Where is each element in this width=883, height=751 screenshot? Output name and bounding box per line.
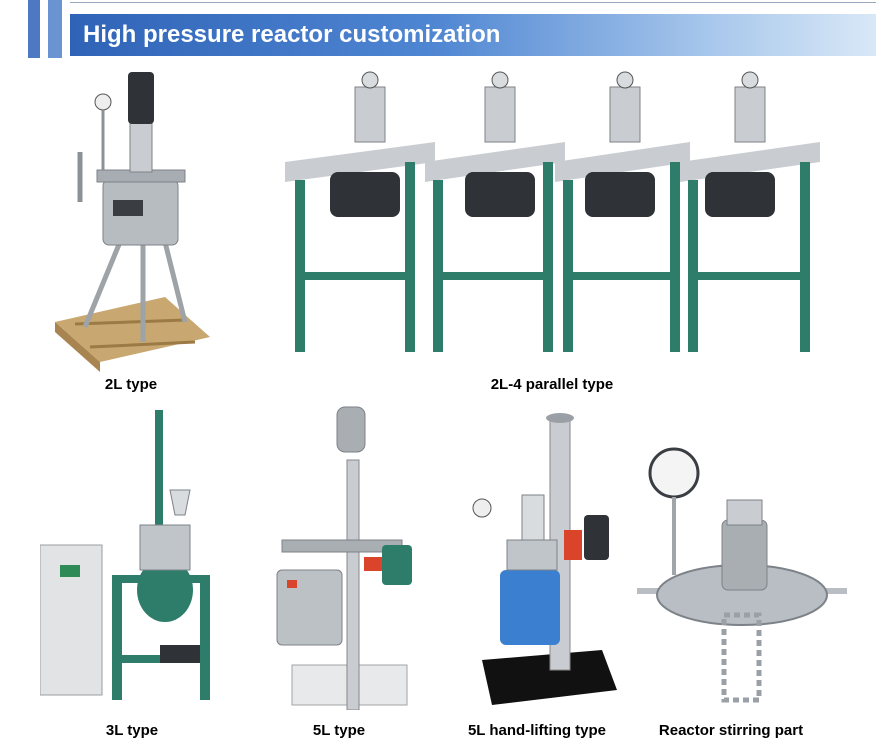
parallel-station-2 — [425, 71, 565, 352]
header-top-rule — [70, 2, 876, 3]
caption-2l-type: 2L type — [104, 376, 158, 393]
title-banner: High pressure reactor customization — [70, 14, 876, 56]
header-accent-bar-2 — [48, 0, 62, 58]
header-accent-bar-1 — [28, 0, 40, 58]
page-title: High pressure reactor customization — [83, 21, 501, 48]
parallel-station-4 — [680, 71, 820, 352]
caption-2l-4-parallel-type: 2L-4 parallel type — [490, 376, 614, 393]
reactor-2l-photo — [55, 72, 210, 372]
parallel-station-3 — [555, 71, 690, 352]
parallel-station-1 — [285, 71, 435, 352]
caption-reactor-stirring-part: Reactor stirring part — [658, 722, 804, 739]
reactor-3l-photo — [40, 410, 210, 700]
caption-3l-type: 3L type — [105, 722, 159, 739]
caption-5l-hand-lifting-type: 5L hand-lifting type — [467, 722, 607, 739]
reactor-stirring-part-photo — [637, 447, 847, 703]
caption-5l-type: 5L type — [312, 722, 366, 739]
reactor-5l-hand-lifting-photo — [472, 413, 617, 705]
reactor-5l-photo — [276, 406, 412, 710]
reactor-2l-parallel-photo — [285, 71, 820, 352]
